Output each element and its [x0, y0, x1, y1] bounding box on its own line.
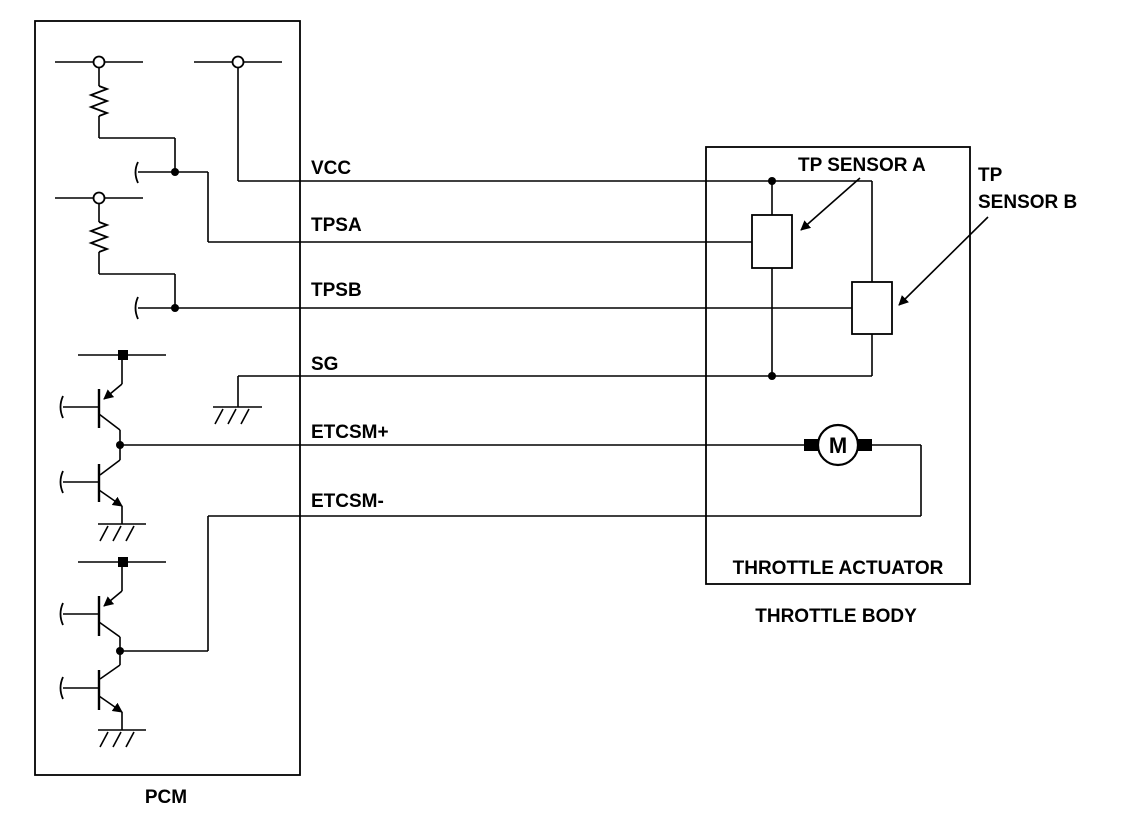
pcm-vcc-supply: [194, 55, 282, 181]
pcm-pullup-a: [55, 55, 209, 242]
throttle-motor: M: [804, 423, 872, 467]
wire-vcc: [238, 177, 873, 282]
pcm-driver-minus: [59, 557, 166, 748]
throttle-actuator-box: [705, 146, 971, 585]
tp-sensor-a-label: TP SENSOR A: [798, 155, 926, 176]
wire-sg: [213, 268, 873, 425]
pcm-driver-plus: [59, 350, 166, 542]
label-vcc: VCC: [311, 158, 351, 179]
motor-symbol: M: [829, 433, 847, 458]
wire-etcsm-minus: [120, 444, 922, 652]
tp-sensor-a-arrow: [800, 177, 861, 231]
tp-sensor-b-label-line1: TP: [978, 165, 1003, 186]
label-etcsm-minus: ETCSM-: [311, 491, 384, 512]
label-etcsm-plus: ETCSM+: [311, 422, 389, 443]
throttle-body-label: THROTTLE BODY: [755, 606, 917, 627]
tp-sensor-b-arrow: [898, 216, 989, 306]
label-tpsa: TPSA: [311, 215, 362, 236]
tp-sensor-b-element: [851, 281, 893, 335]
pcm-pullup-b: [55, 191, 179, 320]
pcm-label: PCM: [145, 787, 187, 808]
label-sg: SG: [311, 354, 338, 375]
label-tpsb: TPSB: [311, 280, 362, 301]
tp-sensor-b-label-line2: SENSOR B: [978, 192, 1077, 213]
tp-sensor-a-element: [751, 214, 793, 269]
throttle-actuator-label: THROTTLE ACTUATOR: [733, 558, 944, 579]
pcm-box: [34, 20, 301, 776]
